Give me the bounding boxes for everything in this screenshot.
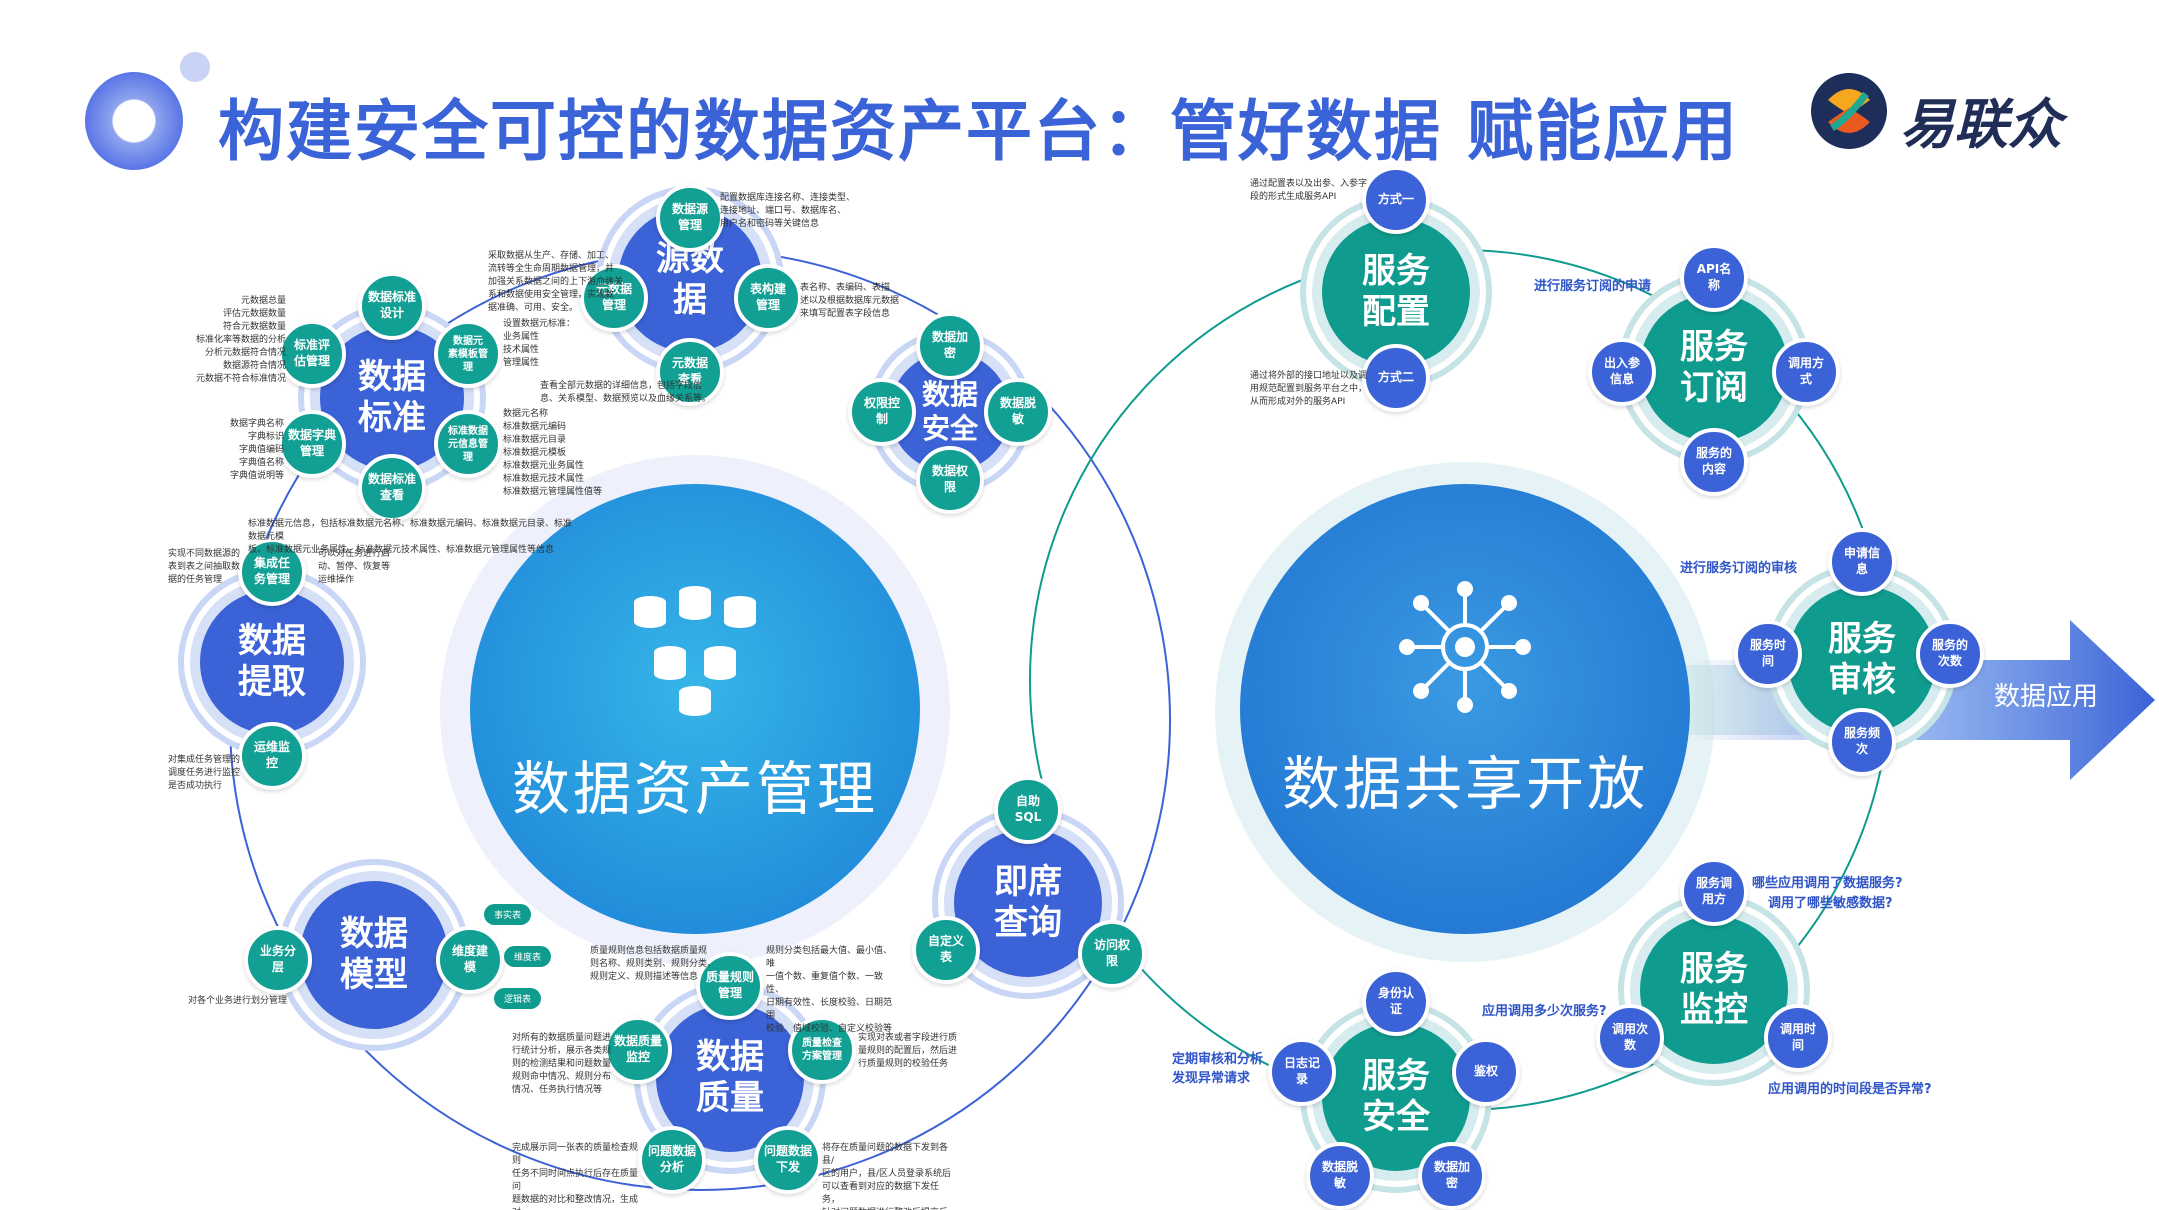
sat-model-0[interactable]: 业务分 层	[244, 926, 312, 994]
note-standard-bottom: 标准数据元信息，包括标准数据元名称、标准数据元编码、标准数据元目录、标准数据元模…	[248, 519, 573, 556]
sat-svc-monitor-0[interactable]: 服务调 用方	[1680, 858, 1748, 926]
sat-source-2[interactable]: 表构建 管理	[734, 264, 802, 332]
pill-logic-table: 逻辑表	[494, 988, 542, 1009]
note-standard-top-right: 设置数据元标准： 业务属性 技术属性 管理属性	[503, 319, 576, 369]
data-asset-management-circle[interactable]: 数据资产管理	[470, 484, 920, 934]
note-quality-br: 将存在质量问题的数据下发到各县/ 区的用户，县/区人员登录系统后 可以查看到对应…	[822, 1143, 952, 1210]
note-model-left: 对各个业务进行划分管理	[188, 996, 288, 1006]
sat-quality-0[interactable]: 质量规则 管理	[696, 952, 764, 1020]
sat-svc-review-0[interactable]: 申请信 息	[1828, 528, 1896, 596]
sat-source-0[interactable]: 数据源 管理	[656, 184, 724, 252]
decorative-ring	[85, 72, 183, 170]
sat-security-1[interactable]: 权限控 制	[848, 378, 916, 446]
note-extract-right: 可以对任务进行启 动、暂停、恢复等 运维操作	[318, 549, 391, 586]
sat-svc-review-1[interactable]: 服务时 间	[1734, 620, 1802, 688]
note-source-right: 表名称、表编码、表描 述以及根据数据库元数据 来填写配置表字段信息	[800, 283, 900, 320]
note-extract-left: 实现不同数据源的 表到表之间抽取数 据的任务管理	[168, 549, 241, 586]
data-application-label: 数据应用	[1994, 682, 2099, 712]
page-title: 构建安全可控的数据资产平台：管好数据 赋能应用	[218, 93, 1739, 170]
note-review: 进行服务订阅的审核	[1680, 561, 1798, 576]
sat-svc-subscribe-1[interactable]: 出入参 信息	[1588, 338, 1656, 406]
note-standard-meta: 数据元名称 标准数据元编码 标准数据元目录 标准数据元模板 标准数据元业务属性 …	[503, 409, 603, 498]
data-asset-management-label: 数据资产管理	[511, 755, 878, 823]
sat-standard-1[interactable]: 标准评 估管理	[278, 320, 346, 388]
hub-model[interactable]: 数据 模型	[290, 871, 458, 1039]
data-sharing-circle[interactable]: 数据共享开放	[1240, 484, 1690, 934]
sat-svc-monitor-2[interactable]: 调用时 间	[1764, 1004, 1832, 1072]
sat-quality-1[interactable]: 数据质量 监控	[604, 1016, 672, 1084]
sat-security-2[interactable]: 数据脱 敏	[984, 378, 1052, 446]
sat-svc-security-1[interactable]: 日志记 录	[1268, 1038, 1336, 1106]
sat-svc-subscribe-3[interactable]: 服务的 内容	[1680, 428, 1748, 496]
note-who: 哪些应用调用了数据服务?	[1752, 876, 1903, 891]
note-times: 应用调用多少次服务?	[1482, 1004, 1607, 1019]
sat-standard-5[interactable]: 数据标准 查看	[358, 454, 426, 522]
note-quality-tl: 质量规则信息包括数据质量规 则名称、规则类别、规则分类、 规则定义、规则描述等信…	[590, 946, 717, 983]
decorative-dot	[180, 52, 210, 82]
sat-svc-config-1[interactable]: 方式二	[1362, 344, 1430, 412]
database-stack-icon	[634, 586, 756, 716]
sat-standard-4[interactable]: 标准数据 元信息管 理	[434, 410, 502, 478]
sat-security-0[interactable]: 数据加 密	[916, 312, 984, 380]
hub-svc-monitor[interactable]: 服务 监控	[1630, 906, 1798, 1074]
sat-standard-0[interactable]: 数据标准 设计	[358, 272, 426, 340]
pill-dimension-table: 维度表	[504, 946, 552, 967]
note-quality-bl: 完成展示同一张表的质量检查规则 任务不同时间点执行后存在质量问 题数据的对比和整…	[512, 1143, 639, 1210]
note-quality-mr: 实现对表或者字段进行质 量规则的配置后，然后进 行质量规则的校验任务	[858, 1033, 958, 1070]
note-config-bottom: 通过将外部的接口地址以及调 用规范配置到服务平台之中， 从而形成对外的服务API	[1250, 371, 1368, 408]
sat-source-3[interactable]: 元数据 查看	[656, 338, 724, 406]
note-source-left: 采取数据从生产、存储、加工、 流转等全生命周期数据管理，并 加强关系数据之间的上…	[488, 251, 624, 314]
sat-svc-review-2[interactable]: 服务的 次数	[1916, 620, 1984, 688]
sat-standard-3[interactable]: 数据字典 管理	[278, 410, 346, 478]
sat-quality-4[interactable]: 问题数据 下发	[754, 1126, 822, 1194]
sat-standard-2[interactable]: 数据元 素模板管 理	[434, 320, 502, 388]
note-source-top: 配置数据库连接名称、连接类型、 连接地址、端口号、数据库名、 用户名和密码等关键…	[720, 193, 856, 230]
sat-adhoc-2[interactable]: 访问权 限	[1078, 920, 1146, 988]
sat-extract-0[interactable]: 集成任 务管理	[238, 538, 306, 606]
logo-text: 易联众	[1900, 93, 2062, 156]
pill-fact-table: 事实表	[484, 904, 532, 925]
note-source-bottom: 查看全部元数据的详细信息，包括字段信 息、关系模型、数据预览以及血缘关系等。	[540, 381, 712, 405]
sat-quality-3[interactable]: 问题数据 分析	[638, 1126, 706, 1194]
sat-svc-subscribe-0[interactable]: API名 称	[1680, 244, 1748, 312]
sat-svc-monitor-1[interactable]: 调用次 数	[1596, 1004, 1664, 1072]
note-abnormal: 应用调用的时间段是否异常?	[1768, 1082, 1932, 1097]
sat-svc-security-3[interactable]: 数据脱 敏	[1306, 1142, 1374, 1210]
sat-svc-config-0[interactable]: 方式一	[1362, 166, 1430, 234]
note-standard-left: 元数据总量 评估元数据数量 符合元数据数量 标准化率等数据的分析 分析元数据符合…	[196, 296, 287, 385]
note-apply: 进行服务订阅的申请	[1534, 279, 1652, 294]
note-extract-bottom: 对集成任务管理的 调度任务进行监控 是否成功执行	[168, 755, 241, 792]
sat-svc-subscribe-2[interactable]: 调用方 式	[1772, 338, 1840, 406]
sat-quality-2[interactable]: 质量检查 方案管理	[788, 1016, 856, 1084]
note-quality-tr: 规则分类包括最大值、最小值、唯 一值个数、重复值个数、一致性、 日期有效性、长度…	[766, 946, 893, 1035]
sat-svc-review-3[interactable]: 服务频 次	[1828, 708, 1896, 776]
sat-model-1[interactable]: 维度建 模	[436, 926, 504, 994]
sat-extract-1[interactable]: 运维监 控	[238, 722, 306, 790]
sat-adhoc-0[interactable]: 自助 SQL	[994, 776, 1062, 844]
sat-source-1[interactable]: 元数据 管理	[580, 264, 648, 332]
sat-svc-security-0[interactable]: 身份认 证	[1362, 968, 1430, 1036]
note-config-top: 通过配置表以及出参、入参字 段的形式生成服务API	[1250, 179, 1368, 203]
sat-adhoc-1[interactable]: 自定义 表	[912, 916, 980, 984]
note-sensitive: 调用了哪些敏感数据?	[1768, 896, 1893, 911]
note-audit: 定期审核和分析 发现异常请求	[1172, 1052, 1264, 1086]
network-share-icon	[1399, 581, 1531, 713]
logo-icon	[1811, 73, 1887, 149]
sat-svc-security-2[interactable]: 鉴权	[1452, 1038, 1520, 1106]
sat-svc-security-4[interactable]: 数据加 密	[1418, 1142, 1486, 1210]
sat-security-3[interactable]: 数据权 限	[916, 446, 984, 514]
data-sharing-label: 数据共享开放	[1281, 750, 1648, 818]
note-standard-dict: 数据字典名称 字典标识 字典值编码 字典值名称 字典值说明等	[229, 419, 284, 482]
note-quality-ml: 对所有的数据质量问题进 行统计分析，展示各类规 则的检测结果和问题数量 规则命中…	[512, 1033, 612, 1096]
